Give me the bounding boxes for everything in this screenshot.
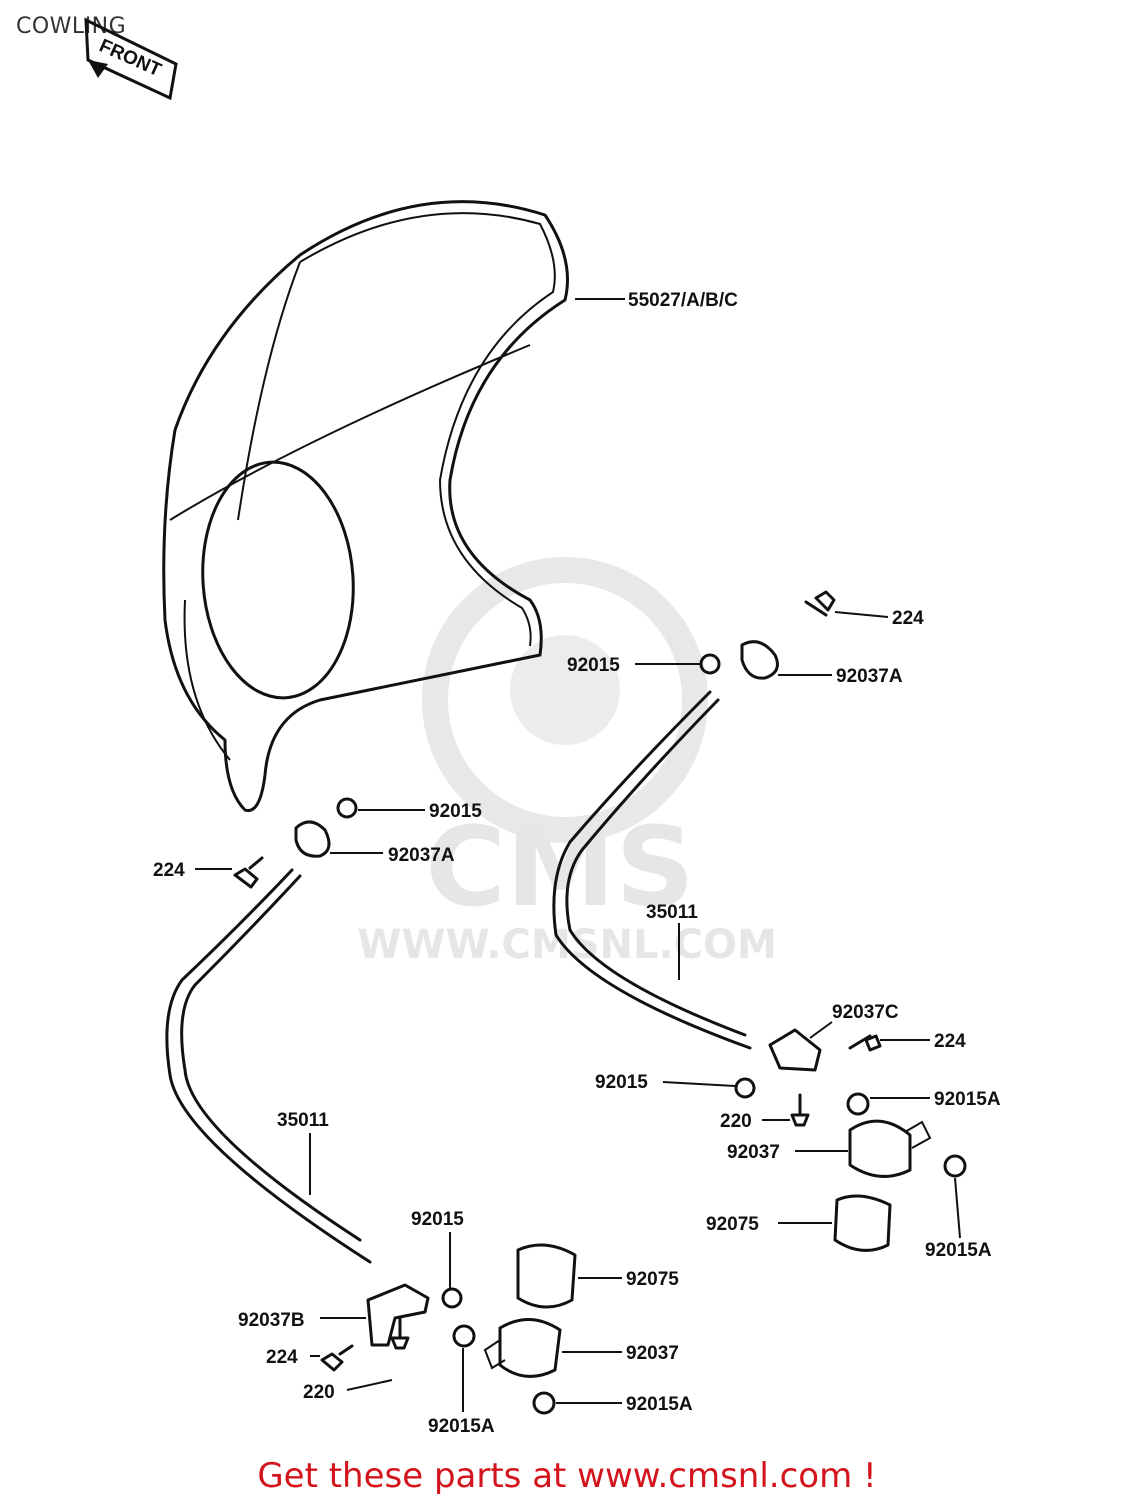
label-clamp-left: 92037	[626, 1343, 679, 1364]
footer-link-text[interactable]: Get these parts at www.cmsnl.com !	[257, 1456, 877, 1496]
label-bolt-upper-right: 224	[892, 608, 924, 629]
label-bracket-upper-right: 92037A	[836, 666, 903, 687]
label-grommet-left-low: 92015	[411, 1209, 464, 1230]
label-bolt-bracket-b: 224	[266, 1347, 298, 1368]
label-bracket-b: 92037B	[238, 1310, 305, 1331]
page-title: COWLING	[16, 14, 127, 39]
leader-lines	[195, 298, 961, 1412]
label-stay-right: 35011	[646, 902, 698, 923]
label-screw-right: 220	[720, 1111, 752, 1132]
label-bolt-upper-left: 224	[153, 860, 185, 881]
label-bracket-upper-left: 92037A	[388, 845, 455, 866]
label-rubber-right: 92075	[706, 1214, 759, 1235]
cowling-shell	[162, 200, 569, 813]
label-bolt-bracket-c: 224	[934, 1031, 966, 1052]
label-nut-left-b: 92015A	[626, 1394, 693, 1415]
stay-left	[165, 868, 372, 1264]
label-bracket-c: 92037C	[832, 1002, 899, 1023]
label-grommet-right-mid: 92015	[595, 1072, 648, 1093]
label-nut-right-a: 92015A	[934, 1089, 1001, 1110]
label-rubber-left: 92075	[626, 1269, 679, 1290]
label-nut-left-a: 92015A	[428, 1416, 495, 1437]
label-grommet-upper-left: 92015	[429, 801, 482, 822]
part-labels: 55027/A/B/C 224 92015 92037A 92015 92037…	[153, 290, 1001, 1437]
label-clamp-right: 92037	[727, 1142, 780, 1163]
label-cowling: 55027/A/B/C	[628, 290, 738, 311]
front-arrow: FRONT	[84, 17, 178, 101]
label-stay-left: 35011	[277, 1110, 329, 1131]
hardware	[233, 590, 967, 1415]
label-screw-left: 220	[303, 1382, 335, 1403]
label-grommet-upper-right: 92015	[567, 655, 620, 676]
label-nut-right-b: 92015A	[925, 1240, 992, 1261]
watermark-url: WWW.CMSNL.COM	[357, 922, 777, 968]
watermark: CMS WWW.CMSNL.COM	[357, 557, 777, 968]
stay-right	[552, 690, 752, 1050]
